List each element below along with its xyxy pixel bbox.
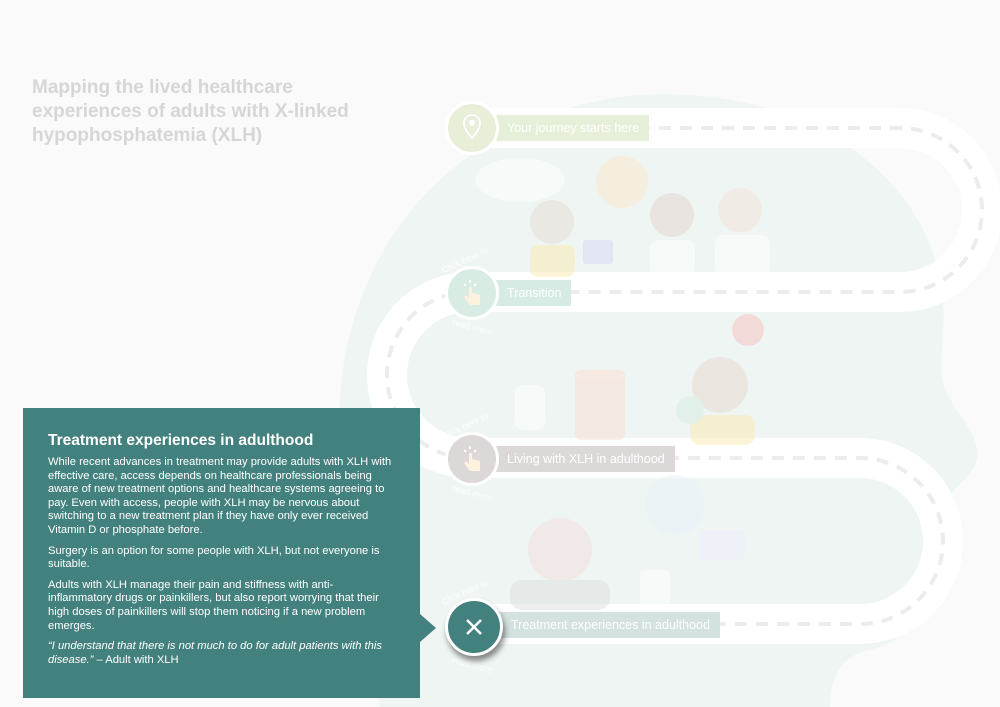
stop-treatment[interactable]: Treatment experiences in adulthood bbox=[495, 612, 720, 638]
close-panel-button[interactable] bbox=[445, 598, 503, 656]
panel-quote-block: “I understand that there is not much to … bbox=[48, 640, 396, 667]
stop-label[interactable]: Living with XLH in adulthood bbox=[491, 446, 675, 472]
panel-quote: “I understand that there is not much to … bbox=[48, 640, 382, 666]
head-silhouette bbox=[338, 94, 978, 707]
info-panel: Treatment experiences in adulthood While… bbox=[23, 408, 420, 698]
panel-paragraph: While recent advances in treatment may p… bbox=[48, 456, 392, 536]
close-icon bbox=[466, 619, 482, 635]
tap-hand-icon[interactable] bbox=[445, 432, 499, 486]
illustration-patient-and-doctors bbox=[475, 156, 770, 277]
panel-pointer bbox=[420, 614, 436, 642]
stop-journey-start[interactable]: Your journey starts here bbox=[445, 101, 650, 155]
illustration-living-with-xlh bbox=[515, 314, 764, 445]
panel-heading: Treatment experiences in adulthood bbox=[48, 432, 314, 449]
stop-label[interactable]: Your journey starts here bbox=[491, 115, 650, 141]
stop-living-with-xlh[interactable]: Living with XLH in adulthood bbox=[445, 432, 675, 486]
stop-label[interactable]: Transition bbox=[491, 280, 572, 306]
panel-paragraph: Surgery is an option for some people wit… bbox=[48, 544, 380, 571]
map-pin-icon[interactable] bbox=[445, 101, 499, 155]
road-dashes bbox=[385, 126, 984, 626]
panel-paragraph: Adults with XLH manage their pain and st… bbox=[48, 578, 379, 632]
page-title: Mapping the lived healthcare experiences… bbox=[32, 77, 349, 146]
tap-hand-icon[interactable] bbox=[445, 266, 499, 320]
illustration-treatment bbox=[510, 475, 745, 612]
stop-transition[interactable]: Transition bbox=[445, 266, 572, 320]
stop-label[interactable]: Treatment experiences in adulthood bbox=[495, 612, 720, 638]
quote-attribution: – Adult with XLH bbox=[93, 653, 179, 666]
